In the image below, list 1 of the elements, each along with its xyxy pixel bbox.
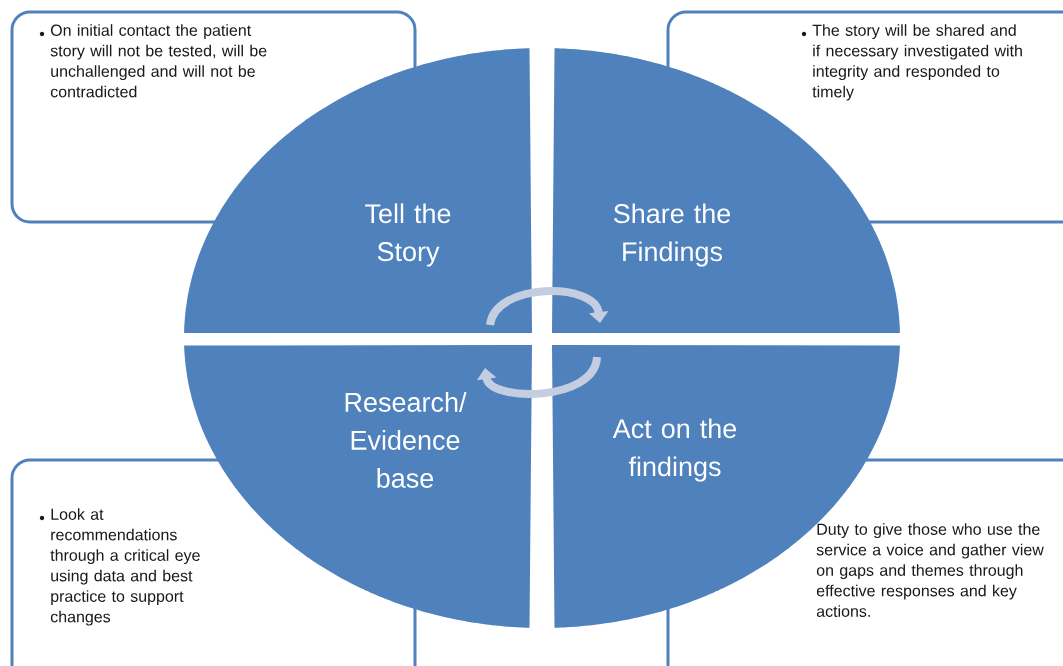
cycle-arrow <box>486 287 609 327</box>
